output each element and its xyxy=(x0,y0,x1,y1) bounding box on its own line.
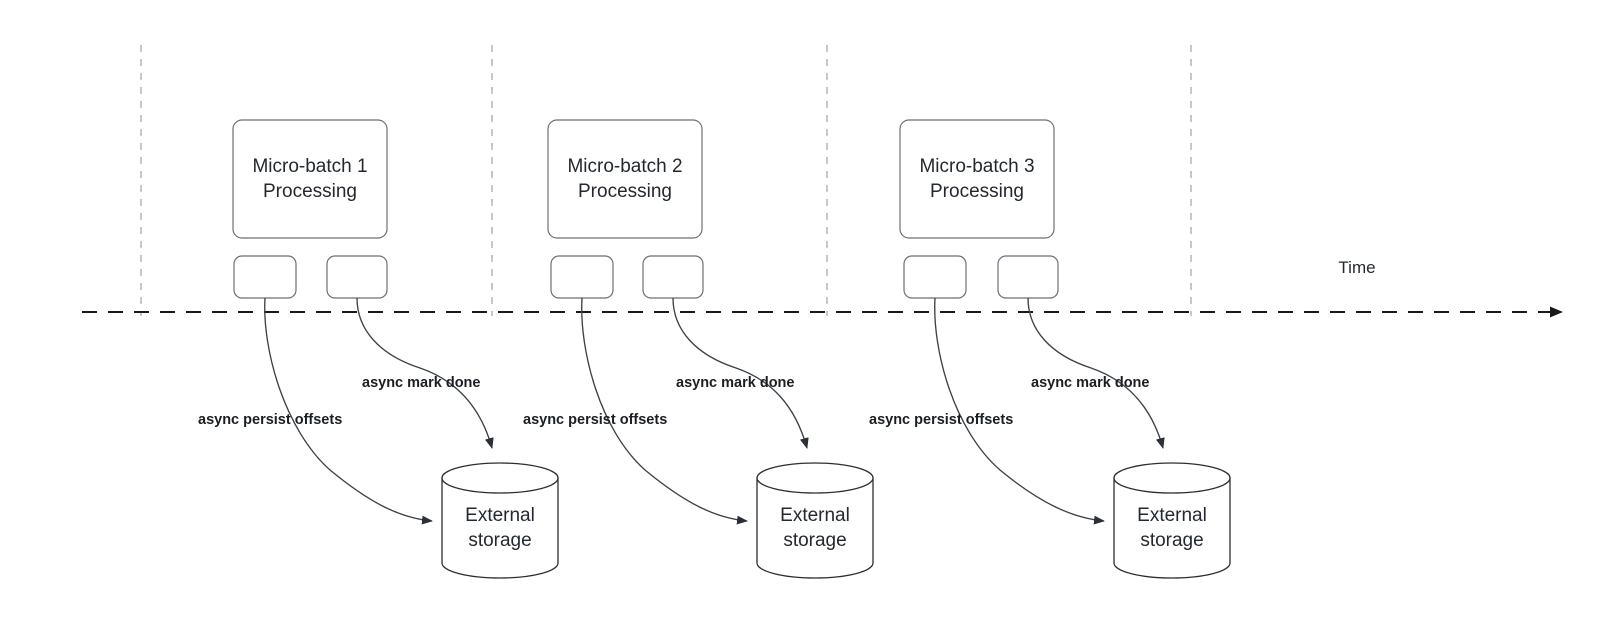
micro-batch-label-line1: Micro-batch 2 xyxy=(567,156,682,177)
external-storage-cylinder-body[interactable] xyxy=(1113,477,1231,579)
micro-batch-box[interactable] xyxy=(232,119,388,239)
external-storage-label-line2: storage xyxy=(783,530,846,551)
external-storage-label-line1: External xyxy=(465,505,535,526)
time-axis-label: Time xyxy=(1338,258,1375,277)
external-storage-cylinder-top xyxy=(441,462,559,494)
external-storage-label-line2: storage xyxy=(1140,530,1203,551)
async-persist-offsets-edge-1-label: async persist offsets xyxy=(198,412,342,428)
task-box-3b[interactable] xyxy=(997,255,1059,299)
micro-batch-label-line2: Processing xyxy=(578,181,672,202)
micro-batch-label-line1: Micro-batch 3 xyxy=(919,156,1034,177)
async-persist-offsets-edge-3 xyxy=(934,297,1105,525)
time-axis: Time xyxy=(82,258,1563,318)
external-storage-cylinder-body[interactable] xyxy=(441,477,559,579)
async-mark-done-edge-2-label: async mark done xyxy=(676,375,794,391)
async-mark-done-edge-2 xyxy=(672,297,809,449)
async-persist-offsets-edge-2 xyxy=(581,297,748,525)
task-box-1a[interactable] xyxy=(233,255,297,299)
async-mark-done-edge-3-label: async mark done xyxy=(1031,375,1149,391)
external-storage-label-line1: External xyxy=(780,505,850,526)
async-persist-offsets-edge-1 xyxy=(264,297,433,525)
async-mark-done-edge-1-label: async mark done xyxy=(362,375,480,391)
micro-batch-label-line1: Micro-batch 1 xyxy=(252,156,367,177)
external-storage-cylinder-top xyxy=(1113,462,1231,494)
micro-batch-box[interactable] xyxy=(547,119,703,239)
external-storage-label-line2: storage xyxy=(468,530,531,551)
micro-batch-label-line2: Processing xyxy=(263,181,357,202)
task-box-3a[interactable] xyxy=(903,255,967,299)
async-mark-done-edge-3 xyxy=(1027,297,1165,449)
async-persist-offsets-edge-3-label: async persist offsets xyxy=(869,412,1013,428)
async-mark-done-edge-1 xyxy=(356,297,494,449)
micro-batch-label-line2: Processing xyxy=(930,181,1024,202)
task-box-2b[interactable] xyxy=(642,255,704,299)
task-box-1b[interactable] xyxy=(326,255,388,299)
async-persist-offsets-edge-2-label: async persist offsets xyxy=(523,412,667,428)
external-storage-cylinder-top xyxy=(756,462,874,494)
task-box-2a[interactable] xyxy=(550,255,614,299)
external-storage-cylinder-body[interactable] xyxy=(756,477,874,579)
micro-batch-box[interactable] xyxy=(899,119,1055,239)
tick-guides xyxy=(140,45,1192,316)
external-storage-label-line1: External xyxy=(1137,505,1207,526)
